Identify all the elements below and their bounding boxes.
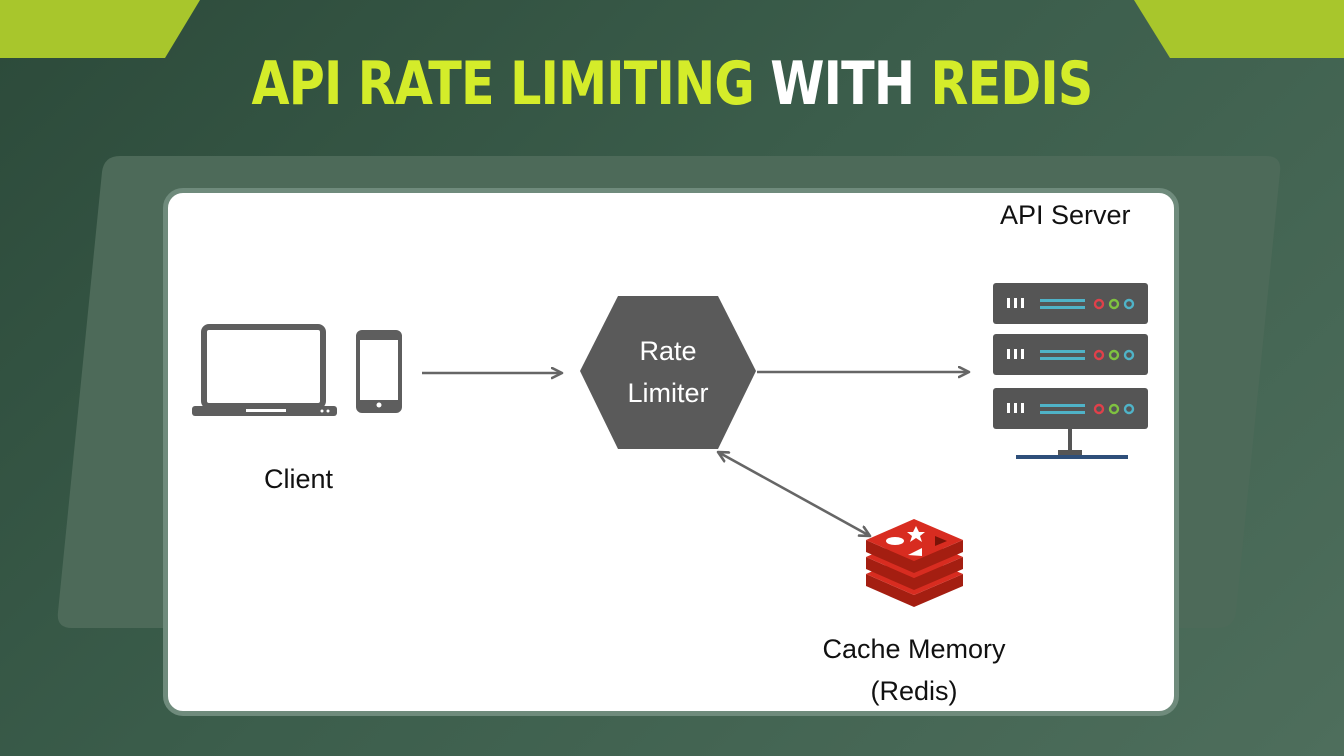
- laptop-icon: [192, 324, 337, 416]
- cache-label-line-1: Cache Memory: [822, 634, 1006, 664]
- redis-logo-icon: [866, 519, 963, 607]
- cache-memory-label: Cache Memory (Redis): [800, 628, 1028, 712]
- phone-icon: [356, 330, 402, 413]
- title-part-2: WITH: [770, 49, 931, 119]
- server-rack-icon: [993, 283, 1148, 459]
- diagram-card: [163, 188, 1179, 716]
- rate-limiter-line-2: Limiter: [627, 378, 709, 408]
- rate-limiter-node: [580, 296, 756, 449]
- client-label: Client: [264, 464, 334, 494]
- cache-label-line-2: (Redis): [870, 676, 958, 706]
- arrow-limiter-cache: [718, 452, 870, 536]
- rate-limiter-line-1: Rate: [639, 336, 697, 366]
- rate-limiter-label: Rate Limiter: [598, 330, 738, 414]
- api-server-label: API Server: [1000, 200, 1131, 230]
- corner-accent-right: [1134, 0, 1344, 58]
- title-part-3: REDIS: [930, 49, 1094, 119]
- title-part-1: API RATE LIMITING: [251, 49, 771, 119]
- corner-accent-left: [0, 0, 200, 58]
- page-title: API RATE LIMITING WITH REDIS: [121, 44, 1223, 124]
